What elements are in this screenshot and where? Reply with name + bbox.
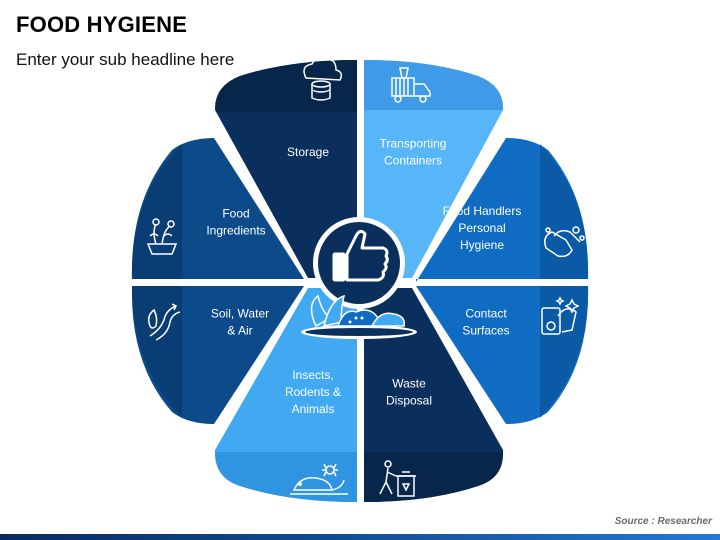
- washing-hands-icon: [544, 226, 585, 258]
- cloud-database-icon: [303, 57, 343, 101]
- rodent-insect-icon: [290, 463, 348, 495]
- segment-label-line: Storage: [287, 145, 329, 159]
- segment-label-line: Food Handlers: [443, 204, 522, 218]
- segment-label-line: Waste: [392, 377, 426, 391]
- truck-icon: [391, 67, 431, 103]
- segment-label-line: Contact: [465, 307, 507, 321]
- segment-label-line: Hygiene: [460, 238, 504, 252]
- segment-icon-band: [364, 452, 504, 502]
- segment-label-line: Animals: [292, 402, 335, 416]
- segment-shape: [214, 60, 357, 278]
- center-hub: [301, 217, 417, 339]
- center-hub-disc: [318, 222, 400, 304]
- segment-label-line: & Air: [227, 324, 252, 338]
- bottom-accent-bar: [0, 534, 720, 540]
- segment-label-line: Ingredients: [206, 224, 265, 238]
- segment-label-line: Disposal: [386, 394, 432, 408]
- segment-icon-band: [215, 60, 357, 112]
- soil-water-air-icon: [147, 303, 181, 341]
- segment-label-line: Surfaces: [462, 324, 509, 338]
- segment-shape: [364, 288, 504, 502]
- segment-insects-rodents-animals: Insects, Rodents & Animals: [214, 288, 357, 502]
- segment-label-line: Personal: [458, 221, 505, 235]
- segment-icon-band: [364, 60, 504, 110]
- segment-icon-band: [214, 450, 357, 502]
- page-subtitle: Enter your sub headline here: [16, 50, 235, 69]
- segment-label-line: Food: [222, 207, 249, 221]
- segment-icon-band: [540, 144, 589, 279]
- segment-shape: [214, 288, 357, 502]
- segment-label: Soil, Water & Air: [211, 307, 269, 338]
- segment-storage: Storage: [214, 60, 357, 278]
- trash-bin-icon: [379, 460, 416, 497]
- ingredients-basket-icon: [146, 218, 178, 255]
- segment-label-line: Transporting: [380, 137, 447, 151]
- segment-icon-band: [131, 144, 182, 279]
- segment-icon-band: [540, 286, 589, 418]
- segment-soil-water-air: Soil, Water & Air: [131, 286, 304, 424]
- segment-shape: [364, 60, 504, 278]
- segment-label-line: Containers: [384, 154, 442, 168]
- thumbs-up-icon: [332, 229, 389, 282]
- segment-label: Storage: [287, 145, 329, 159]
- food-plate-icon: [301, 294, 417, 339]
- page-title: FOOD HYGIENE: [16, 12, 188, 37]
- segment-label: Insects, Rodents & Animals: [285, 368, 341, 416]
- segment-label-line: Soil, Water: [211, 307, 269, 321]
- cleaning-surface-icon: [541, 296, 580, 335]
- segment-label-line: Insects,: [292, 368, 333, 382]
- segment-label-line: Rodents &: [285, 385, 341, 399]
- segment-icon-band: [132, 286, 182, 418]
- source-note: Source : Researcher: [614, 516, 712, 527]
